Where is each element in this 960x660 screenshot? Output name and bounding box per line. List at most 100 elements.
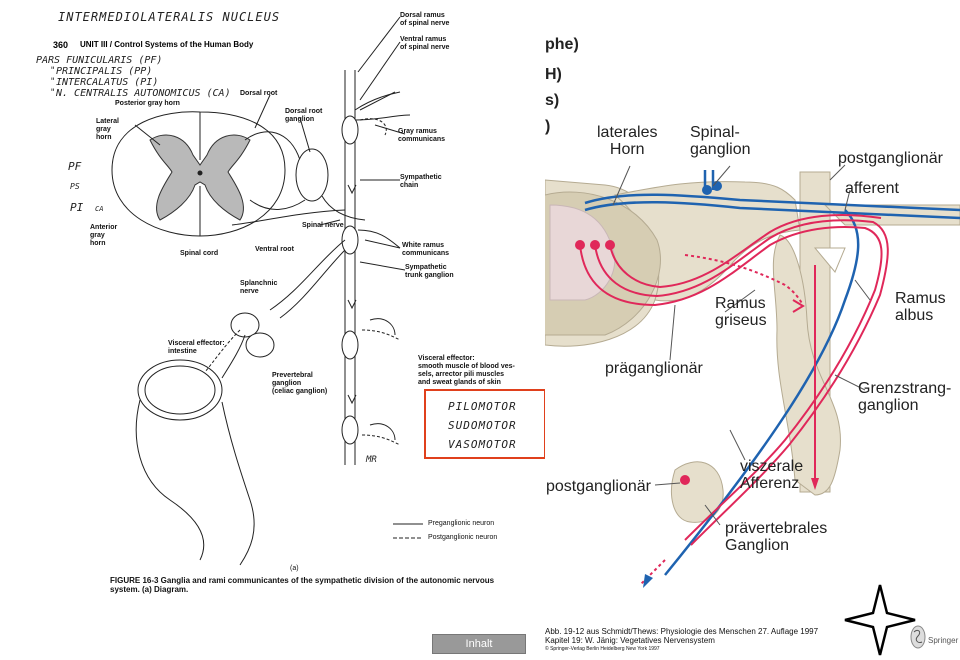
anterior-horn-3: horn <box>90 240 106 247</box>
label-praeganglionaer: präganglionär <box>605 360 703 377</box>
ditto-1: " <box>50 66 56 76</box>
label-ventral-ramus: Ventral ramus of spinal nerve <box>400 36 449 52</box>
legend-postganglionic: Postganglionic neuron <box>428 534 498 541</box>
label-trunk-ganglion: Sympathetic trunk ganglion <box>405 264 454 280</box>
label-spinal-nerve: Spinal nerve <box>302 222 344 229</box>
viszerale-2: Afferenz <box>740 475 800 492</box>
grenzstrang-1: Grenzstrang- <box>858 380 952 397</box>
label-laterales-horn: laterales Horn <box>597 124 657 158</box>
prevert-1: Prevertebral <box>272 372 313 379</box>
label-dorsal-root: Dorsal root <box>240 90 278 97</box>
griseus-2: griseus <box>715 312 767 329</box>
vis-smooth-1: Visceral effector: <box>418 355 475 362</box>
cut-text-3: s) <box>545 92 560 109</box>
label-prevertebral: Prevertebral ganglion (celiac ganglion) <box>272 372 327 396</box>
label-white-ramus: White ramus communicans <box>402 242 449 258</box>
anterior-horn-1: Anterior <box>90 224 118 231</box>
label-lateral-horn: Lateral gray horn <box>96 118 119 142</box>
inhalt-button[interactable]: Inhalt <box>432 634 526 654</box>
ventral-ramus-1: Ventral ramus <box>400 36 447 43</box>
spinalganglion-1: Spinal- <box>690 124 740 141</box>
nucleus-list: PARS FUNICULARIS (PF) PRINCIPALIS (PP) I… <box>36 55 231 99</box>
prevert-3: (celiac ganglion) <box>272 388 328 395</box>
nucleus-2: PRINCIPALIS (PP) <box>56 66 153 77</box>
lateral-horn-3: horn <box>96 134 112 141</box>
vis-smooth-3: sels, arrector pili muscles <box>418 371 504 378</box>
annotation-box: PILOMOTOR SUDOMOTOR VASOMOTOR <box>424 389 546 459</box>
viszerale-1: viszerale <box>740 458 804 475</box>
label-spinal-cord: Spinal cord <box>180 250 219 257</box>
gray-ramus-2: communicans <box>398 136 446 143</box>
credit-line-3: © Springer-Verlag Berlin Heidelberg New … <box>545 646 660 652</box>
label-dorsal-ramus: Dorsal ramus of spinal nerve <box>400 12 449 28</box>
cord-mark-pi: PI <box>70 201 84 214</box>
albus-1: Ramus <box>895 290 946 307</box>
label-anterior-horn: Anterior gray horn <box>90 224 117 248</box>
handwritten-heading: INTERMEDIOLATERALIS NUCLEUS <box>58 10 281 24</box>
vis-smooth-4: and sweat glands of skin <box>418 379 501 386</box>
textbook-figure-panel: INTERMEDIOLATERALIS NUCLEUS 360 UNIT III… <box>36 10 546 594</box>
colored-diagram-panel: phe) H) s) ) laterales Horn Spinal- gang… <box>545 0 960 620</box>
legend-preganglionic: Preganglionic neuron <box>428 520 495 527</box>
ditto-3: " <box>50 88 56 98</box>
dorsal-ramus-1: Dorsal ramus <box>400 12 445 19</box>
label-ramus-griseus: Ramus griseus <box>715 295 767 329</box>
symp-chain-1: Sympathetic <box>400 174 442 181</box>
vis-intestine-1: Visceral effector: <box>168 340 225 347</box>
label-ventral-root: Ventral root <box>255 246 294 253</box>
praevert-1: prävertebrales <box>725 520 828 537</box>
prevert-2: ganglion <box>272 380 302 387</box>
box-line-2: SUDOMOTOR <box>448 419 517 432</box>
splanchnic-2: nerve <box>240 288 259 295</box>
grenzstrang-2: ganglion <box>858 397 919 414</box>
cut-text-4: ) <box>545 118 551 135</box>
albus-2: albus <box>895 307 934 324</box>
cord-mark-pf: PF <box>68 160 82 173</box>
box-lines: PILOMOTOR SUDOMOTOR VASOMOTOR <box>426 391 544 454</box>
laterales-1: laterales <box>597 124 658 141</box>
label-splanchnic: Splanchnic nerve <box>240 280 277 296</box>
credit-line-2: Kapitel 19: W. Jänig: Vegetatives Nerven… <box>545 636 715 645</box>
label-ramus-albus: Ramus albus <box>895 290 946 324</box>
label-postganglionaer-top: postganglionär <box>838 150 943 167</box>
ditto-2: " <box>50 77 56 87</box>
box-line-1: PILOMOTOR <box>448 400 517 413</box>
praevert-2: Ganglion <box>725 537 790 554</box>
label-dorsal-root-ganglion: Dorsal root ganglion <box>285 108 322 124</box>
spinalganglion-2: ganglion <box>690 141 751 158</box>
label-sympathetic-chain: Sympathetic chain <box>400 174 442 190</box>
label-spinalganglion: Spinal- ganglion <box>690 124 751 158</box>
griseus-1: Ramus <box>715 295 766 312</box>
colored-nerve-diagram <box>545 164 960 588</box>
vis-smooth-2: smooth muscle of blood ves- <box>418 363 515 370</box>
figure-caption: FIGURE 16-3 Ganglia and rami communicant… <box>110 576 494 594</box>
white-ramus-2: communicans <box>402 250 450 257</box>
drg-1: Dorsal root <box>285 108 323 115</box>
cut-text-1: phe) <box>545 36 579 53</box>
label-viszerale-afferenz: viszerale Afferenz <box>740 458 803 492</box>
nucleus-4: N. CENTRALIS AUTONOMICUS (CA) <box>56 88 231 99</box>
label-grenzstrang: Grenzstrang- ganglion <box>858 380 951 414</box>
box-line-3: VASOMOTOR <box>448 438 517 451</box>
laterales-2: Horn <box>609 141 645 158</box>
cut-text-2: H) <box>545 66 562 83</box>
source-credit: Abb. 19-12 aus Schmidt/Thews: Physiologi… <box>545 627 818 654</box>
label-postganglionaer-bottom: postganglionär <box>546 478 651 495</box>
lateral-horn-2: gray <box>96 126 111 133</box>
navigation-star-icon[interactable] <box>843 583 917 657</box>
page-number: 360 <box>53 40 69 50</box>
nucleus-1: PARS FUNICULARIS (PF) <box>36 55 163 66</box>
label-visceral-intestine: Visceral effector: intestine <box>168 340 225 356</box>
label-posterior-horn: Posterior gray horn <box>115 100 180 107</box>
symp-chain-2: chain <box>400 182 419 189</box>
splanchnic-1: Splanchnic <box>240 280 278 287</box>
cord-mark-ps: PS <box>70 182 80 191</box>
caption-line-2: system. (a) Diagram. <box>110 585 189 594</box>
caption-line-1: FIGURE 16-3 Ganglia and rami communicant… <box>110 576 495 585</box>
panel-letter: (a) <box>290 565 299 572</box>
trunk-ganglion-2: trunk ganglion <box>405 272 454 279</box>
lateral-horn-1: Lateral <box>96 118 119 125</box>
trunk-ganglion-1: Sympathetic <box>405 264 447 271</box>
gray-ramus-1: Gray ramus <box>398 128 437 135</box>
ditto-marks: " " " <box>50 66 55 99</box>
